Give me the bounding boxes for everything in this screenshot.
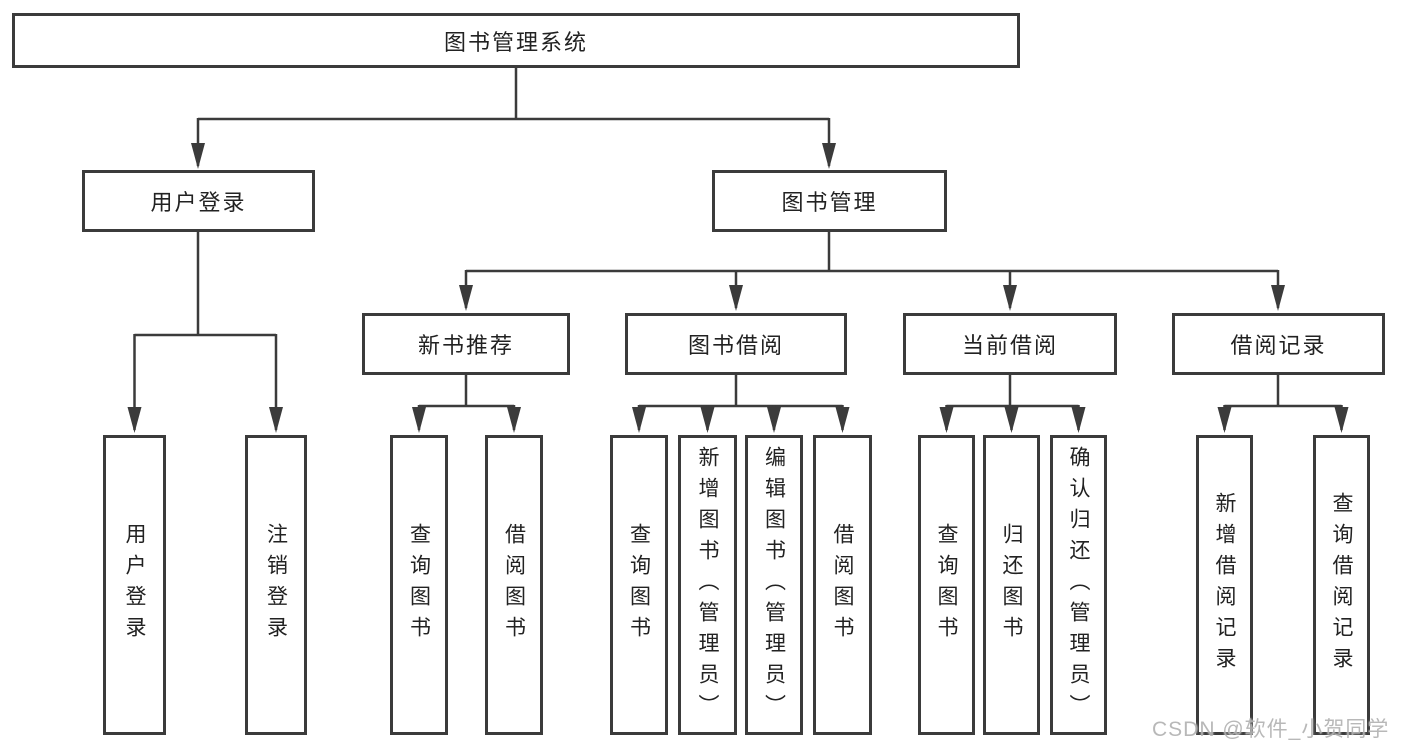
leaf-borrow-books-recommend: 借阅图书 bbox=[485, 435, 543, 735]
leaf-return-books-label: 归还图书 bbox=[1000, 523, 1023, 647]
leaf-add-book-admin-label: 新增图书（管理员） bbox=[696, 445, 719, 725]
node-borrow-records-label: 借阅记录 bbox=[1230, 333, 1327, 358]
node-current-borrow: 当前借阅 bbox=[903, 313, 1117, 375]
node-book-management: 图书管理 bbox=[712, 170, 947, 232]
node-current-borrow-label: 当前借阅 bbox=[961, 333, 1058, 358]
leaf-add-borrow-record-label: 新增借阅记录 bbox=[1213, 492, 1236, 678]
root-node: 图书管理系统 bbox=[12, 13, 1020, 68]
leaf-add-book-admin: 新增图书（管理员） bbox=[678, 435, 737, 735]
node-user-login-label: 用户登录 bbox=[150, 190, 247, 215]
leaf-logout-label: 注销登录 bbox=[264, 523, 288, 647]
leaf-query-borrow-record-label: 查询借阅记录 bbox=[1330, 492, 1353, 678]
node-new-book-recommend: 新书推荐 bbox=[362, 313, 570, 375]
node-book-management-label: 图书管理 bbox=[781, 190, 878, 215]
leaf-borrow-books-recommend-label: 借阅图书 bbox=[502, 523, 526, 647]
csdn-watermark: CSDN @软件_小贺同学 bbox=[1152, 718, 1390, 741]
leaf-user-login-label: 用户登录 bbox=[123, 523, 146, 647]
leaf-edit-book-admin: 编辑图书（管理员） bbox=[745, 435, 803, 735]
node-borrow-records: 借阅记录 bbox=[1172, 313, 1385, 375]
leaf-return-books: 归还图书 bbox=[983, 435, 1040, 735]
leaf-query-books-borrow-label: 查询图书 bbox=[627, 523, 651, 647]
leaf-confirm-return-admin-label: 确认归还（管理员） bbox=[1067, 445, 1090, 725]
root-node-label: 图书管理系统 bbox=[443, 29, 588, 55]
leaf-query-books-borrow: 查询图书 bbox=[610, 435, 668, 735]
node-new-book-recommend-label: 新书推荐 bbox=[417, 333, 514, 358]
leaf-query-books-recommend-label: 查询图书 bbox=[407, 523, 431, 647]
leaf-query-books-current: 查询图书 bbox=[918, 435, 975, 735]
node-book-borrow-label: 图书借阅 bbox=[687, 333, 784, 358]
leaf-logout: 注销登录 bbox=[245, 435, 307, 735]
leaf-borrow-books-borrow-label: 借阅图书 bbox=[831, 523, 854, 647]
leaf-user-login: 用户登录 bbox=[103, 435, 166, 735]
node-user-login: 用户登录 bbox=[82, 170, 315, 232]
leaf-confirm-return-admin: 确认归还（管理员） bbox=[1050, 435, 1107, 735]
leaf-query-borrow-record: 查询借阅记录 bbox=[1313, 435, 1370, 735]
leaf-borrow-books-borrow: 借阅图书 bbox=[813, 435, 872, 735]
leaf-query-books-recommend: 查询图书 bbox=[390, 435, 448, 735]
leaf-query-books-current-label: 查询图书 bbox=[935, 523, 958, 647]
node-book-borrow: 图书借阅 bbox=[625, 313, 847, 375]
leaf-edit-book-admin-label: 编辑图书（管理员） bbox=[762, 445, 786, 725]
leaf-add-borrow-record: 新增借阅记录 bbox=[1196, 435, 1253, 735]
